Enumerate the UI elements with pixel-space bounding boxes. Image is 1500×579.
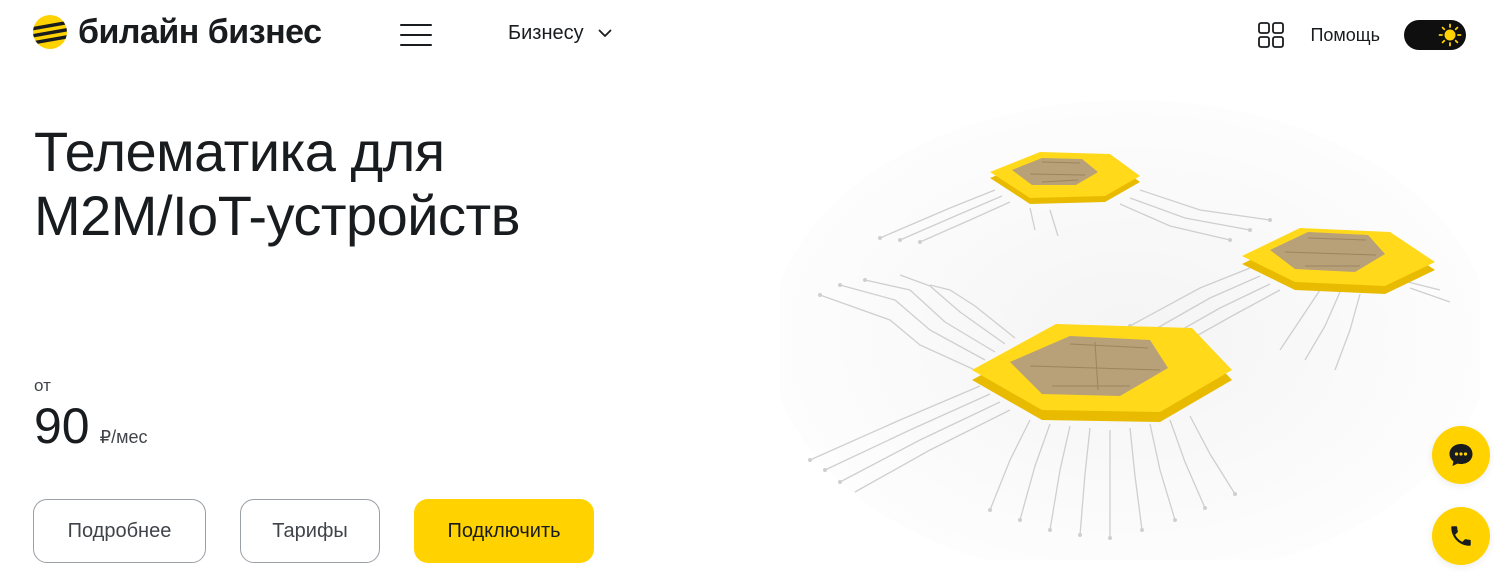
chevron-down-icon	[598, 29, 612, 37]
logo-link[interactable]: билайн бизнес	[32, 12, 322, 52]
site-header: билайн бизнес Бизнесу Помощь	[0, 0, 1500, 70]
sim-card-top	[990, 152, 1140, 204]
segment-dropdown[interactable]: Бизнесу	[508, 20, 612, 46]
chat-button[interactable]	[1432, 426, 1490, 484]
sim-card-main	[972, 324, 1232, 422]
price-unit: ₽/мес	[99, 427, 148, 447]
theme-toggle[interactable]	[1404, 20, 1466, 50]
beeline-logo-icon	[33, 15, 67, 49]
grid-icon[interactable]	[1258, 22, 1285, 48]
page-title: Телематика для M2M/IoT-устройств	[34, 120, 520, 248]
logo-text: билайн бизнес	[78, 13, 322, 51]
hamburger-icon[interactable]	[400, 20, 432, 48]
price-prefix: от	[34, 376, 51, 395]
help-link[interactable]: Помощь	[1310, 25, 1380, 45]
call-button[interactable]	[1432, 507, 1490, 565]
sun-icon	[1438, 23, 1462, 47]
header-actions: Помощь	[1258, 18, 1466, 52]
tariffs-button[interactable]: Тарифы	[240, 499, 380, 563]
connect-button[interactable]: Подключить	[414, 499, 594, 563]
page-title-line2: M2M/IoT-устройств	[34, 184, 520, 247]
hero-buttons: Подробнее Тарифы Подключить	[33, 499, 594, 563]
chat-bubble-icon	[1449, 444, 1473, 466]
segment-label: Бизнесу	[508, 22, 584, 44]
price-block: 90 ₽/мес	[34, 398, 147, 454]
price-value: 90	[34, 398, 90, 454]
page-title-line1: Телематика для	[34, 120, 445, 183]
sim-cards-illustration	[780, 100, 1480, 560]
more-button[interactable]: Подробнее	[33, 499, 206, 563]
sim-card-right	[1242, 228, 1435, 294]
phone-icon	[1451, 526, 1471, 546]
